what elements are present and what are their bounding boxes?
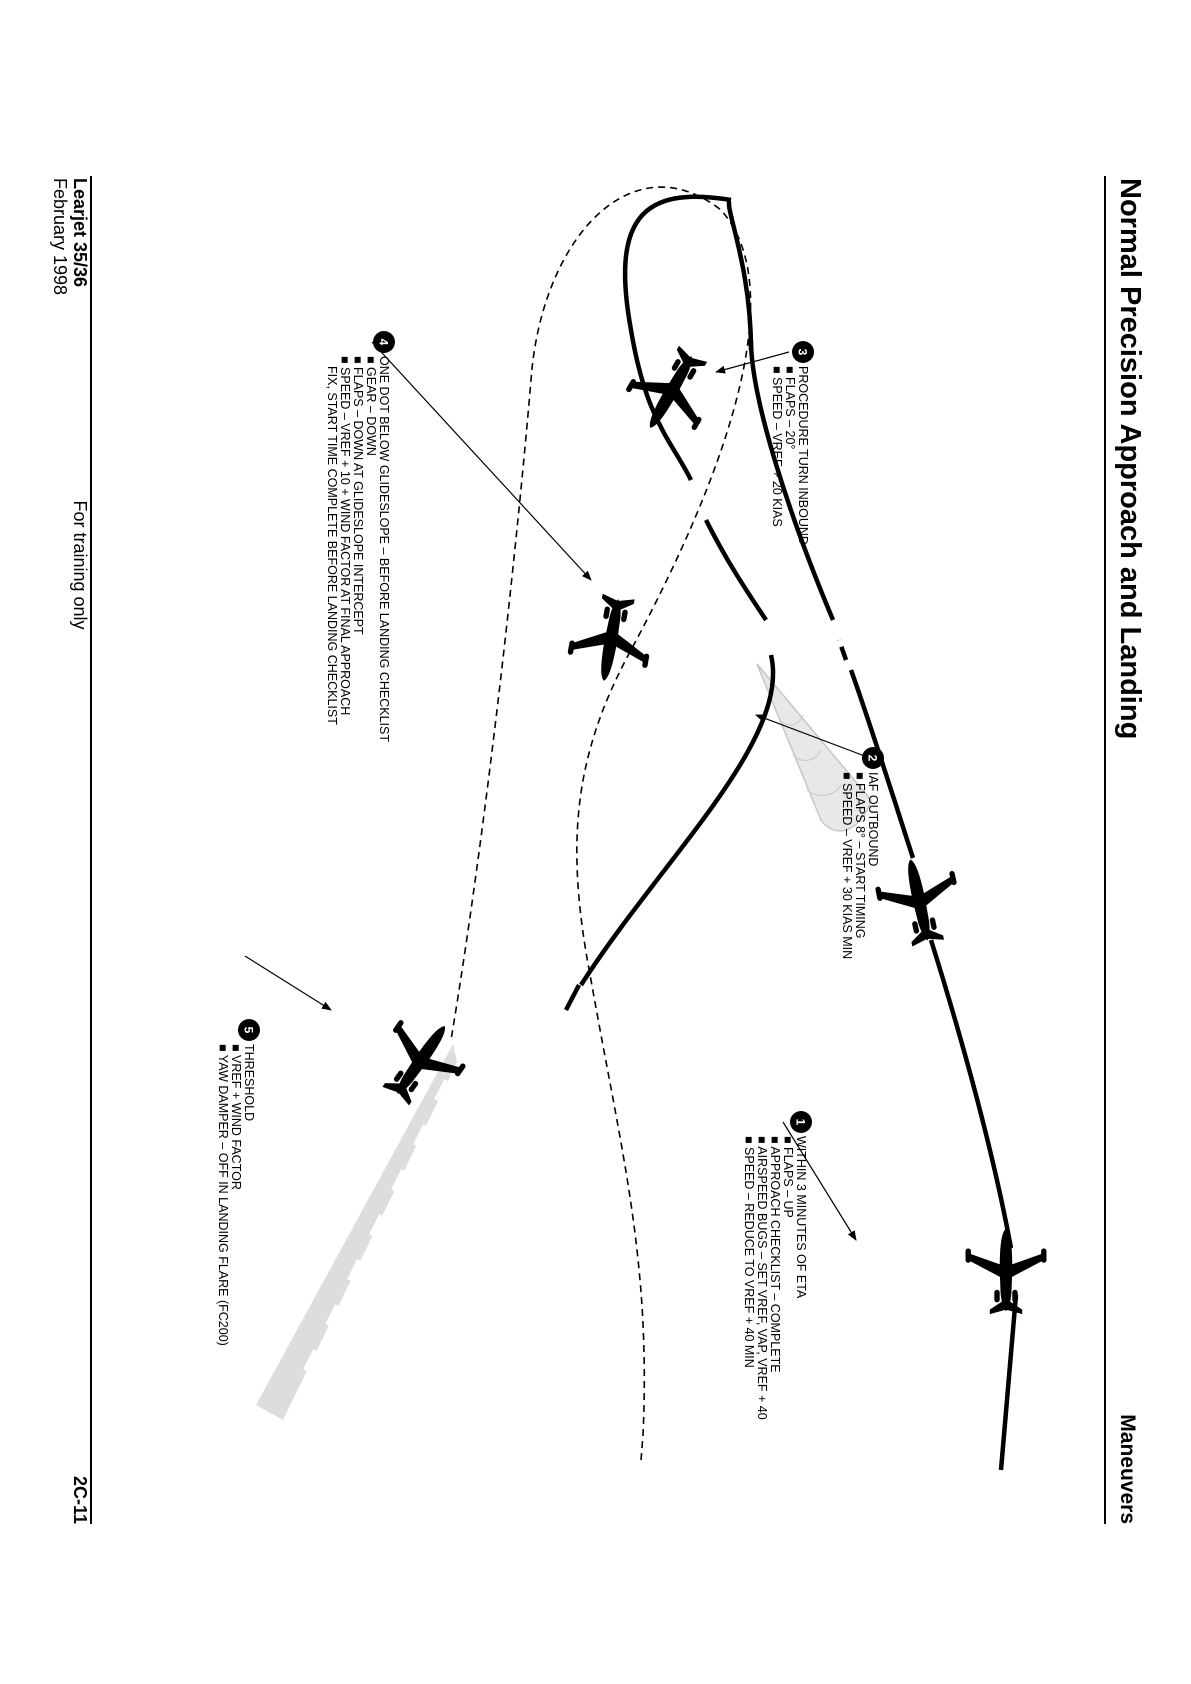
callout-1-line-4: ■ AIRSPEED BUGS – SET VREF, VAP, VREF + … xyxy=(755,1136,769,1420)
footer-notice: For training only xyxy=(70,500,90,629)
callout-1-line-2: ■ FLAPS – UP xyxy=(781,1136,795,1218)
dashed-approach-path xyxy=(450,186,752,1461)
callout-2-badge xyxy=(862,747,884,769)
callout-leaders xyxy=(244,341,871,1241)
footer-page-number: 2C-11 xyxy=(70,1476,90,1524)
callout-1: 1 WITHIN 3 MINUTES OF ETA ■ FLAPS – UP ■… xyxy=(742,1111,812,1420)
callout-5: 5 THRESHOLD ■ VREF + WIND FACTOR ■ YAW D… xyxy=(216,1019,260,1346)
aircraft-4-icon xyxy=(563,589,659,688)
callout-3-badge xyxy=(792,341,814,363)
page-title: Normal Precision Approach and Landing xyxy=(1114,178,1146,739)
callout-4-line-2: ■ GEAR – DOWN xyxy=(364,356,378,456)
callout-3-number: 3 xyxy=(796,349,810,356)
callout-2-line-3: ■ SPEED – VREF + 30 KIAS MIN xyxy=(840,772,854,959)
callout-4-line-3: ■ FLAPS – DOWN AT GLIDESLOPE INTERCEPT xyxy=(351,356,365,635)
callout-3: 3 PROCEDURE TURN INBOUND ■ FLAPS – 20° ■… xyxy=(770,341,814,545)
flight-path xyxy=(564,194,1019,1471)
callout-1-badge xyxy=(790,1111,812,1133)
footer-aircraft: Learjet 35/36 xyxy=(70,178,90,287)
section-title: Maneuvers xyxy=(1116,1414,1139,1524)
callout-2-line-1: IAF OUTBOUND xyxy=(866,772,880,866)
callout-2: 2 IAF OUTBOUND ■ FLAPS 8° – START TIMING… xyxy=(840,747,884,959)
aircraft-2-icon xyxy=(870,851,968,952)
footer-date: February 1998 xyxy=(50,178,70,295)
callout-3-line-1: PROCEDURE TURN INBOUND xyxy=(796,366,810,545)
callout-4-badge xyxy=(373,331,395,353)
callout-5-badge xyxy=(238,1019,260,1041)
rotated-page: Normal Precision Approach and Landing Ma… xyxy=(50,176,1146,1524)
callout-2-line-2: ■ FLAPS 8° – START TIMING xyxy=(853,772,867,939)
aircraft-1-icon xyxy=(965,1228,1047,1315)
callout-1-line-5: ■ SPEED – REDUCE TO VREF + 40 MIN xyxy=(742,1136,756,1368)
callout-4-line-4: ■ SPEED – VREF + 10 + WIND FACTOR AT FIN… xyxy=(338,356,352,715)
callout-5-number: 5 xyxy=(242,1027,256,1034)
callout-3-line-3: ■ SPEED – VREF + 20 KIAS xyxy=(770,366,784,527)
callout-1-line-1: WITHIN 3 MINUTES OF ETA xyxy=(794,1136,808,1299)
runway xyxy=(256,1044,457,1420)
callout-1-line-3: ■ APPROACH CHECKLIST – COMPLETE xyxy=(768,1136,782,1373)
callout-4-line-5: FIX, START TIME COMPLETE BEFORE LANDING … xyxy=(325,366,339,725)
callout-4-number: 4 xyxy=(377,339,391,346)
callout-1-number: 1 xyxy=(794,1119,808,1126)
callout-5-line-3: ■ YAW DAMPER – OFF IN LANDING FLARE (FC2… xyxy=(216,1044,230,1346)
callout-5-line-2: ■ VREF + WIND FACTOR xyxy=(229,1044,243,1190)
aircraft-3-icon xyxy=(615,333,729,449)
localizer-beam xyxy=(756,663,873,832)
callout-4-line-1: ONE DOT BELOW GLIDESLOPE – BEFORE LANDIN… xyxy=(377,356,391,742)
aircraft-5-icon xyxy=(362,1002,478,1120)
callout-3-line-2: ■ FLAPS – 20° xyxy=(783,366,797,449)
callout-5-line-1: THRESHOLD xyxy=(242,1044,256,1121)
callout-4: 4 ONE DOT BELOW GLIDESLOPE – BEFORE LAND… xyxy=(325,331,395,742)
callout-2-number: 2 xyxy=(866,755,880,762)
